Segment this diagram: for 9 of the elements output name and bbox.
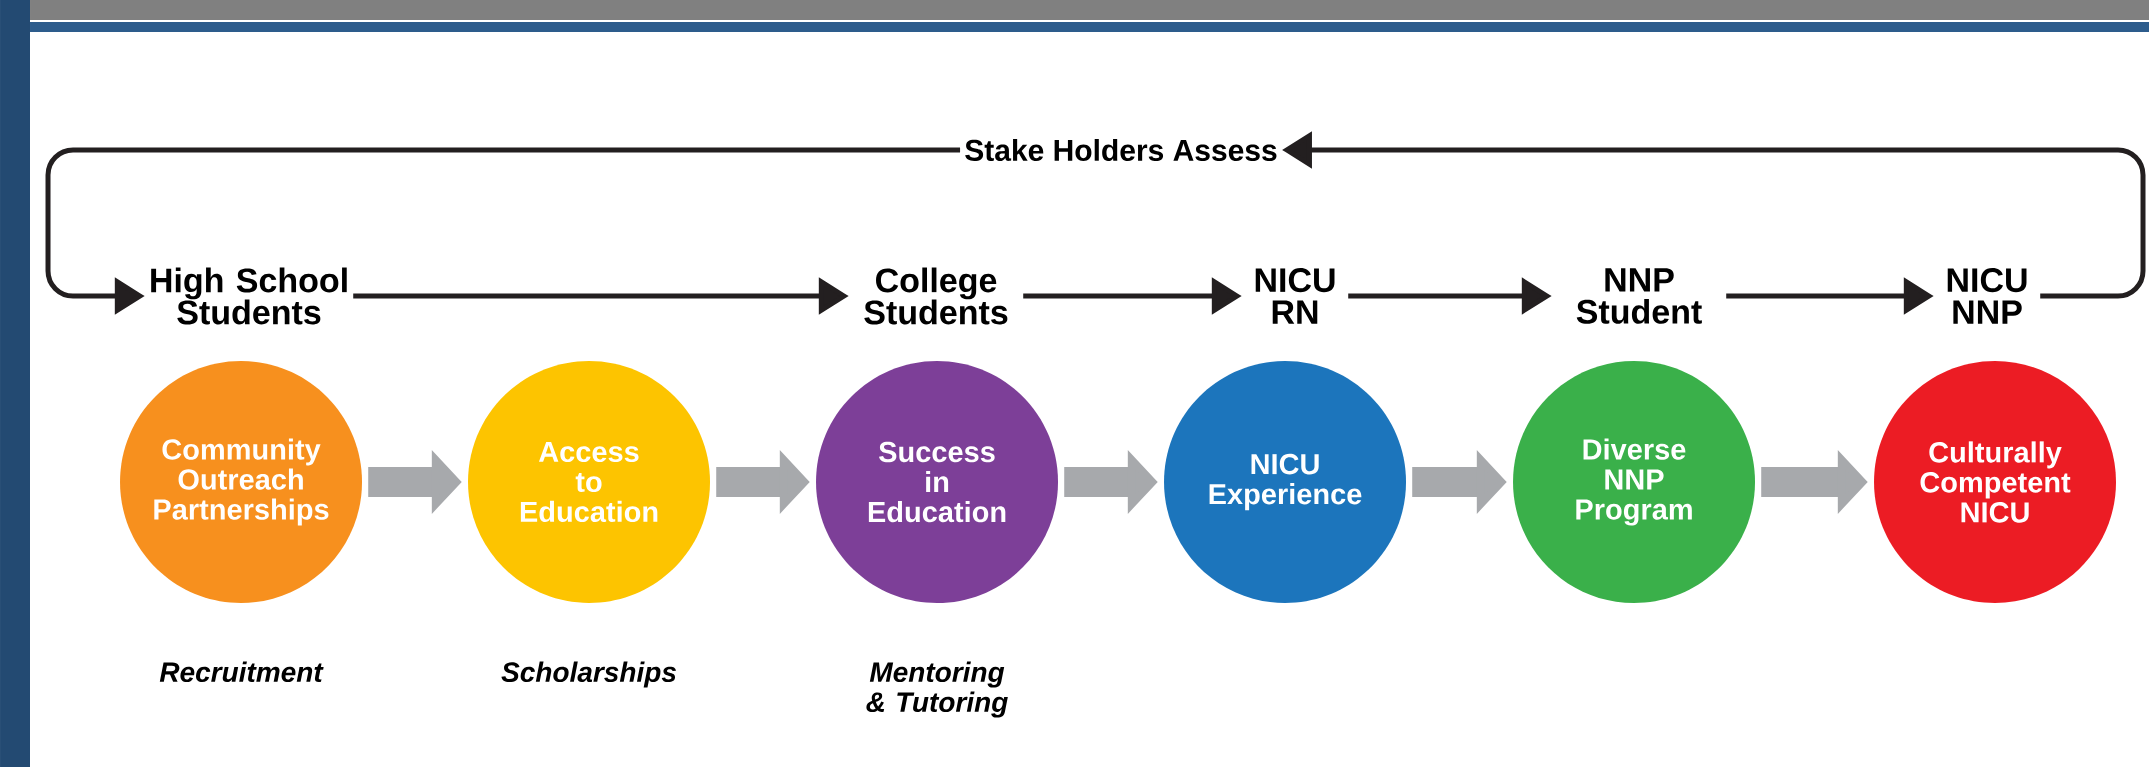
caption-text: Scholarships [501,661,676,688]
stage-label: NICU NNP [1947,268,2027,324]
stage-label: NNP Student [1576,268,1702,324]
caption-text: Recruitment [159,661,324,683]
stage-label: High School Students [151,267,347,325]
stage-label: NICU RN [1255,268,1335,324]
caption-text: Mentoring & Tutoring [866,661,1008,718]
stage-label: College Students [864,267,1008,325]
loop-label: Stake Holders Assess [965,139,1277,161]
